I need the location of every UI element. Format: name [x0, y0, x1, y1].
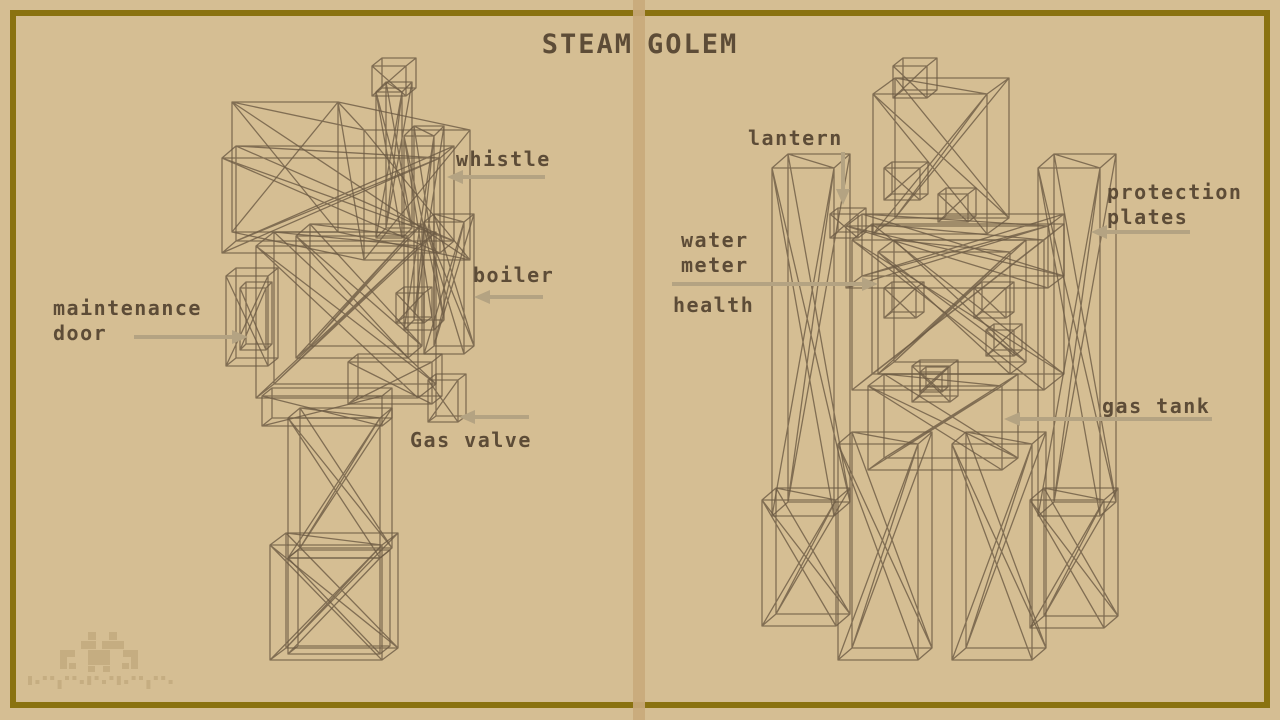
label-water-meter: water meter — [681, 228, 749, 277]
label-boiler: boiler — [473, 263, 555, 287]
label-whistle: whistle — [456, 147, 551, 171]
label-arrows — [134, 152, 1212, 426]
label-lantern: lantern — [748, 126, 843, 150]
title-word-steam: STEAM — [541, 29, 633, 60]
steam-golem-wireframe-front-view — [761, 57, 1119, 661]
label-maintenance-door: maintenance door — [53, 296, 202, 345]
label-protection-plates: protection plates — [1107, 180, 1243, 229]
title-word-golem: GOLEM — [647, 29, 739, 60]
label-health: health — [673, 293, 755, 317]
label-gas-tank: gas tank — [1102, 394, 1211, 418]
center-divider — [633, 0, 645, 720]
label-gas-valve: Gas valve — [410, 428, 532, 452]
page-title: STEAM GOLEM — [0, 29, 1280, 60]
pixel-golem-logo-icon — [28, 632, 173, 689]
steam-golem-wireframe-side-view — [221, 57, 475, 661]
